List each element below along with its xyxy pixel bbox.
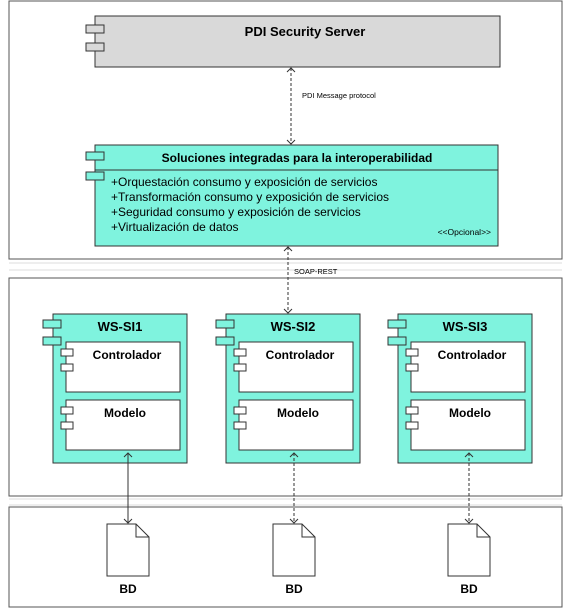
- model-component: [410, 399, 526, 451]
- component-port-icon: [215, 319, 235, 329]
- component-port-icon: [85, 171, 105, 181]
- document-icon: [272, 523, 316, 577]
- controller-component: [410, 341, 526, 393]
- service-title: WS-SI2: [271, 319, 316, 334]
- security-server-title: PDI Security Server: [245, 24, 366, 39]
- soluciones-item: +Orquestación consumo y exposición de se…: [111, 175, 377, 189]
- document-fold-icon: [476, 524, 490, 538]
- component-port-icon: [233, 363, 247, 372]
- controller-component: [65, 341, 181, 393]
- document-icon: [447, 523, 491, 577]
- soluciones-component: Soluciones integradas para la interopera…: [85, 144, 499, 247]
- document-fold-icon: [135, 524, 149, 538]
- soap-rest-label: SOAP-REST: [294, 267, 338, 276]
- controller-label: Controlador: [266, 348, 335, 362]
- soluciones-title: Soluciones integradas para la interopera…: [162, 151, 433, 165]
- database-document: BD: [106, 523, 150, 596]
- controller-label: Controlador: [93, 348, 162, 362]
- model-component: [238, 399, 354, 451]
- document-fold-icon: [301, 524, 315, 538]
- database-document: BD: [272, 523, 316, 596]
- model-component: [65, 399, 181, 451]
- component-port-icon: [85, 42, 105, 52]
- component-port-icon: [42, 319, 62, 329]
- security-server-component: PDI Security Server: [85, 15, 501, 68]
- component-port-icon: [233, 406, 247, 415]
- component-port-icon: [42, 336, 62, 346]
- soluciones-item: +Seguridad consumo y exposición de servi…: [111, 205, 361, 219]
- database-label: BD: [119, 582, 137, 596]
- pdi-message-label: PDI Message protocol: [302, 91, 376, 100]
- component-port-icon: [233, 421, 247, 430]
- model-label: Modelo: [449, 406, 491, 420]
- component-port-icon: [233, 348, 247, 357]
- component-port-icon: [387, 336, 407, 346]
- component-port-icon: [405, 406, 419, 415]
- controller-component: [238, 341, 354, 393]
- soluciones-stereotype: <<Opcional>>: [438, 227, 491, 237]
- component-port-icon: [215, 336, 235, 346]
- controller-label: Controlador: [438, 348, 507, 362]
- database-label: BD: [285, 582, 303, 596]
- model-label: Modelo: [277, 406, 319, 420]
- soluciones-item: +Virtualización de datos: [111, 220, 239, 234]
- service-title: WS-SI3: [443, 319, 488, 334]
- component-port-icon: [85, 151, 105, 161]
- component-port-icon: [405, 421, 419, 430]
- component-port-icon: [60, 406, 74, 415]
- soluciones-item: +Transformación consumo y exposición de …: [111, 190, 389, 204]
- database-document: BD: [447, 523, 491, 596]
- component-port-icon: [405, 363, 419, 372]
- component-port-icon: [405, 348, 419, 357]
- database-label: BD: [460, 582, 478, 596]
- service-title: WS-SI1: [98, 319, 143, 334]
- document-icon: [106, 523, 150, 577]
- services-group: WS-SI1ControladorModeloWS-SI2Controlador…: [42, 313, 533, 464]
- component-port-icon: [60, 348, 74, 357]
- component-port-icon: [387, 319, 407, 329]
- databases-group: BD BD BD: [106, 452, 491, 596]
- component-port-icon: [60, 421, 74, 430]
- model-label: Modelo: [104, 406, 146, 420]
- component-port-icon: [60, 363, 74, 372]
- component-port-icon: [85, 24, 105, 34]
